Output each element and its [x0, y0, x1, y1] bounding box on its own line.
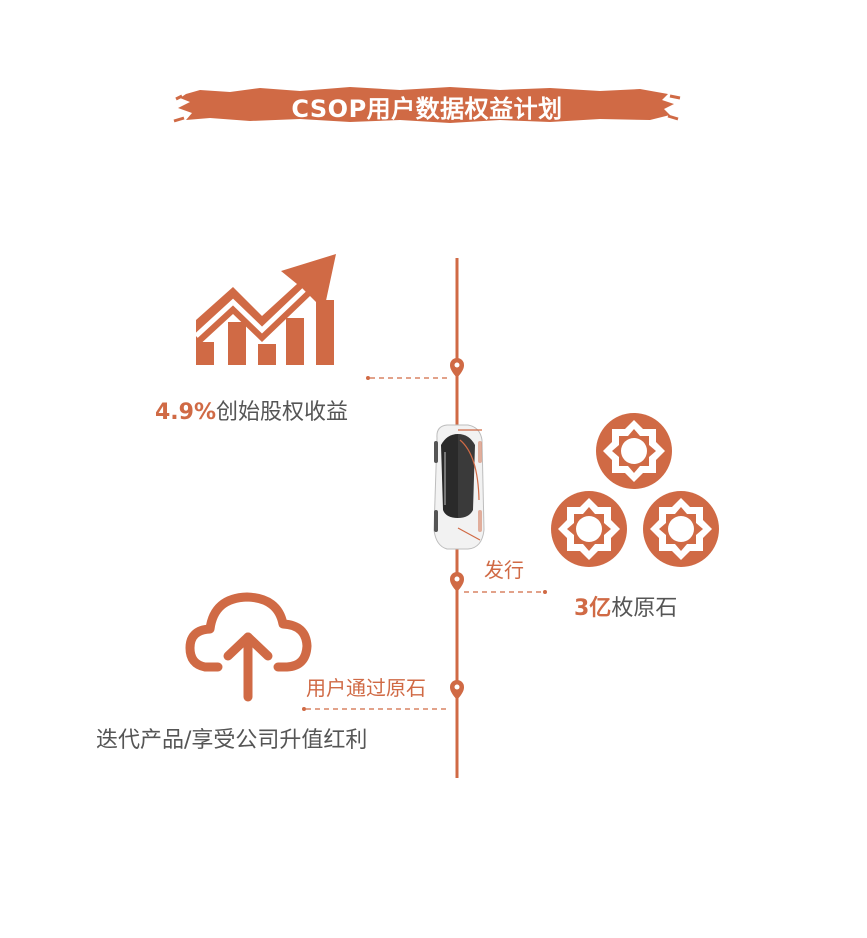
equity-text: 创始股权收益: [216, 400, 349, 425]
stones-text: 枚原石: [611, 596, 678, 621]
via-label: 用户通过原石: [306, 676, 426, 700]
bottom-caption: 迭代产品/享受公司升值红利: [96, 728, 368, 753]
location-pin-icon: [450, 572, 464, 592]
issue-label: 发行: [484, 558, 524, 582]
location-pin-icon: [450, 358, 464, 378]
title-text: CSOP用户数据权益计划: [291, 94, 563, 123]
page-title: CSOP用户数据权益计划: [180, 86, 674, 126]
cloud-upload-icon: [185, 592, 312, 702]
location-pin-icon: [450, 680, 464, 700]
equity-value: 4.9%: [155, 400, 217, 425]
growth-chart-icon: [194, 254, 336, 365]
equity-caption: 4.9%创始股权收益: [155, 394, 348, 426]
gem-stones-icon: [551, 413, 719, 567]
stones-value: 3亿: [574, 596, 612, 621]
stones-caption: 3亿枚原石: [574, 590, 677, 622]
dashed-connector: [302, 376, 547, 711]
title-banner: [173, 87, 681, 123]
car-icon: [433, 424, 485, 550]
